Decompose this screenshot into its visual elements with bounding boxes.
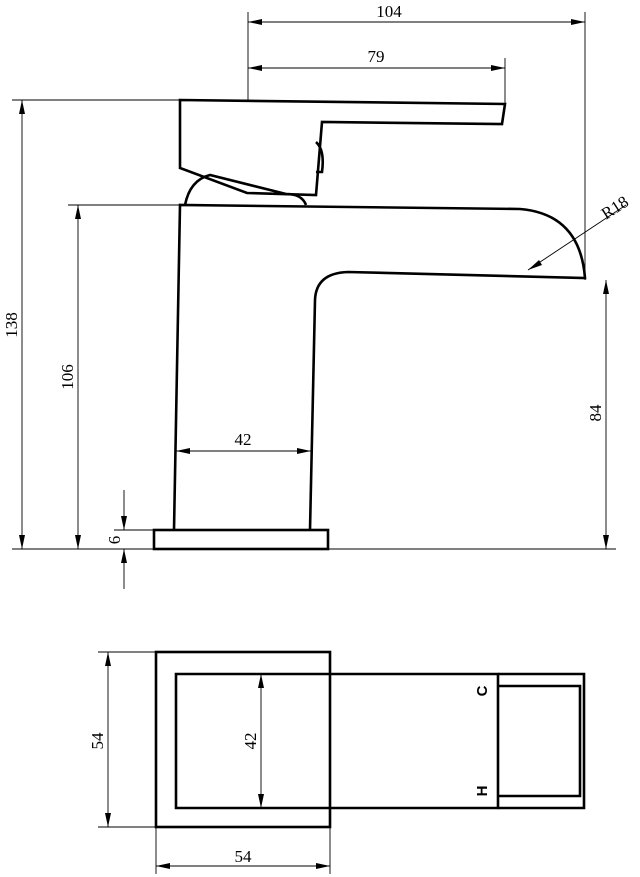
- lever-end-inner: [498, 684, 582, 798]
- arrowhead: [571, 19, 585, 25]
- dim-radius: R18: [598, 192, 632, 223]
- spout-body: [172, 203, 587, 531]
- lever-end-outline: [498, 672, 586, 810]
- dim-base-depth: 54: [88, 732, 107, 750]
- arrowhead: [105, 652, 111, 666]
- dim-outlet-height: 84: [586, 404, 605, 422]
- arrowhead: [248, 19, 262, 25]
- arrowhead: [297, 448, 311, 454]
- dim-lever-length: 79: [368, 47, 385, 66]
- dim-base-thickness: 6: [105, 536, 124, 545]
- arrowhead: [121, 516, 127, 530]
- arrowhead: [105, 813, 111, 827]
- arrowhead: [248, 65, 262, 71]
- side-view: 104 79 R18 138 106 84 42: [2, 2, 632, 589]
- dim-body-width: 42: [235, 430, 252, 449]
- arrowhead: [121, 549, 127, 563]
- arrowhead: [603, 280, 609, 294]
- arrowhead: [75, 535, 81, 549]
- valve-dome: [183, 173, 308, 206]
- arrowhead: [603, 535, 609, 549]
- arrowhead: [258, 794, 264, 808]
- top-view: C H 54 42 54: [88, 650, 586, 874]
- arrowhead: [258, 674, 264, 688]
- arrowhead: [176, 448, 190, 454]
- hot-marking: H: [474, 786, 491, 797]
- arrowhead: [316, 863, 330, 869]
- arrowhead: [156, 863, 170, 869]
- arrowhead: [75, 205, 81, 219]
- dim-spout-height: 106: [58, 364, 77, 390]
- arrowhead: [19, 535, 25, 549]
- lever-top-outline: [174, 672, 500, 810]
- dim-overall-height: 138: [2, 312, 21, 338]
- arrowhead: [19, 100, 25, 114]
- cold-marking: C: [474, 685, 491, 696]
- dim-base-width: 54: [235, 847, 253, 866]
- arrowhead: [528, 260, 542, 270]
- arrowhead: [491, 65, 505, 71]
- lever-handle: [178, 98, 507, 197]
- radius-leader: [527, 204, 627, 271]
- dim-inner-depth: 42: [241, 733, 260, 750]
- lever-cartridge: [315, 141, 325, 174]
- dim-overall-length: 104: [376, 2, 402, 21]
- base-plate: [152, 528, 330, 551]
- base-outline: [154, 650, 332, 829]
